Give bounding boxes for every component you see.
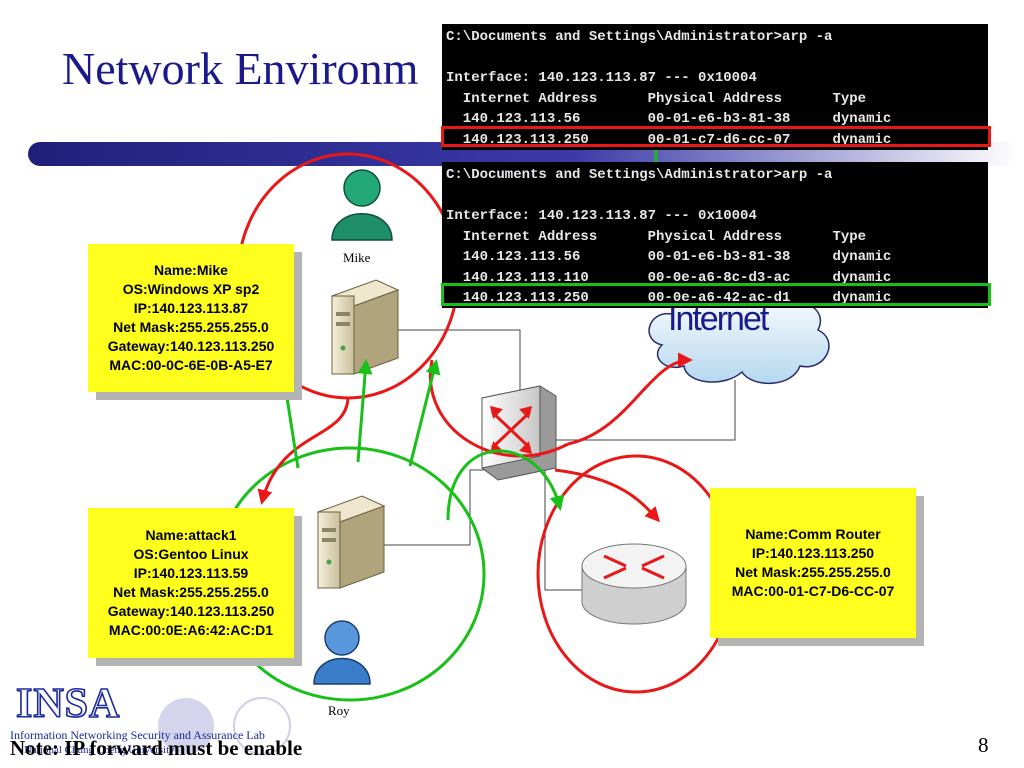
roy-user-icon bbox=[313, 620, 371, 685]
console-line: 140.123.113.250 00-0e-a6-42-ac-d1 dynami… bbox=[446, 290, 892, 306]
router-info-line: MAC:00-01-C7-D6-CC-07 bbox=[731, 583, 895, 599]
roy-caption: Roy bbox=[328, 703, 350, 718]
console-line: 140.123.113.110 00-0e-a6-8c-d3-ac dynami… bbox=[446, 269, 892, 286]
router-info-line: IP:140.123.113.250 bbox=[751, 545, 875, 561]
console-line: C:\Documents and Settings\Administrator>… bbox=[446, 167, 833, 183]
console-line: Internet Address Physical Address Type bbox=[446, 228, 867, 245]
attacker-info-line: Name:attack1 bbox=[145, 527, 237, 543]
attacker-info-line: Gateway:140.123.113.250 bbox=[107, 603, 275, 619]
attacker-pc-icon bbox=[316, 495, 386, 589]
insa-logo: INSA bbox=[15, 680, 121, 728]
router-info-box: Name:Comm Router IP:140.123.113.250 Net … bbox=[710, 488, 916, 638]
attacker-info-line: Net Mask:255.255.255.0 bbox=[113, 584, 269, 600]
spoofed-router-mac-highlight bbox=[441, 283, 991, 306]
arp-table-before-console: C:\Documents and Settings\Administrator>… bbox=[442, 24, 988, 150]
footer-note: Note: IP forward must be enable bbox=[10, 736, 303, 760]
attacker-info-box: Name:attack1 OS:Gentoo Linux IP:140.123.… bbox=[88, 508, 294, 658]
console-line: 140.123.113.56 00-01-e6-b3-81-38 dynamic bbox=[446, 249, 892, 265]
mike-info-line: OS:Windows XP sp2 bbox=[122, 281, 260, 297]
router-info-line: Name:Comm Router bbox=[745, 526, 881, 542]
mike-user-icon bbox=[331, 169, 393, 241]
router-info-line: Net Mask:255.255.255.0 bbox=[735, 564, 891, 580]
attacker-info-line: MAC:00:0E:A6:42:AC:D1 bbox=[108, 622, 274, 638]
mike-caption: Mike bbox=[343, 250, 371, 265]
console-line bbox=[446, 48, 988, 69]
mike-info-line: MAC:00-0C-6E-0B-A5-E7 bbox=[109, 357, 273, 373]
console-line: C:\Documents and Settings\Administrator>… bbox=[446, 29, 833, 45]
console-line: 140.123.113.250 00-01-c7-d6-cc-07 dynami… bbox=[446, 131, 892, 148]
mike-info-line: Gateway:140.123.113.250 bbox=[107, 338, 275, 354]
logo-circles bbox=[158, 697, 291, 755]
mike-info-line: Name:Mike bbox=[154, 262, 228, 278]
console-line: Internet Address Physical Address Type bbox=[446, 90, 867, 107]
slide-title: Network Environm bbox=[62, 43, 419, 94]
mike-info-line: Net Mask:255.255.255.0 bbox=[113, 319, 269, 335]
mike-info-box: Name:Mike OS:Windows XP sp2 IP:140.123.1… bbox=[88, 244, 294, 392]
mike-pc-icon bbox=[330, 279, 400, 375]
console-line bbox=[446, 186, 988, 207]
link-switch-internet bbox=[555, 380, 736, 441]
switch-icon bbox=[481, 385, 557, 481]
router-icon bbox=[581, 543, 687, 625]
console-line: Interface: 140.123.113.87 --- 0x10004 bbox=[446, 208, 757, 224]
attacker-info-line: IP:140.123.113.59 bbox=[133, 565, 249, 581]
link-mike-switch bbox=[392, 329, 521, 395]
original-router-mac-highlight bbox=[441, 126, 991, 147]
lab-name: Information Networking Security and Assu… bbox=[10, 728, 265, 742]
attacker-info-line: OS:Gentoo Linux bbox=[133, 546, 249, 562]
page-number: 8 bbox=[978, 733, 989, 757]
university-name: National Chung Cheng University bbox=[24, 744, 175, 756]
mike-info-line: IP:140.123.113.87 bbox=[133, 300, 249, 316]
console-line: 140.123.113.56 00-01-e6-b3-81-38 dynamic bbox=[446, 111, 892, 127]
console-line: Interface: 140.123.113.87 --- 0x10004 bbox=[446, 70, 757, 86]
